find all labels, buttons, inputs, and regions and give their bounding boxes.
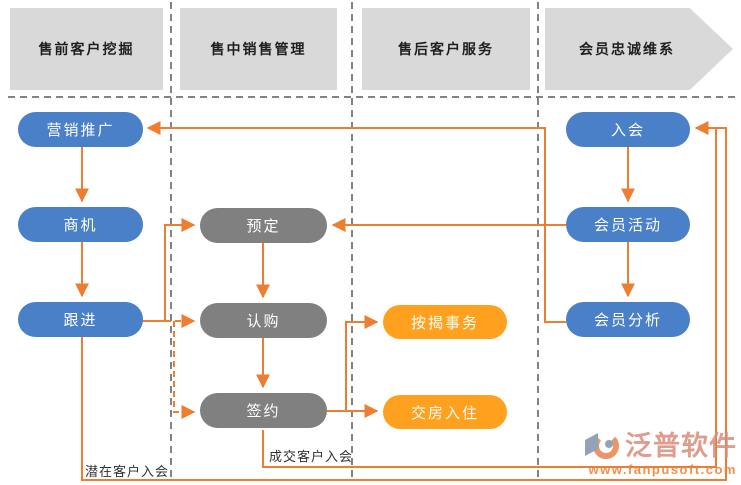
fanpu-logo-icon	[585, 433, 619, 459]
arrow-followup-to-reservation	[142, 218, 196, 322]
node-mortgage: 按揭事务	[383, 305, 507, 339]
label-deal-customer-join: 成交客户入会	[269, 449, 354, 464]
node-member-analysis: 会员分析	[566, 302, 690, 337]
vendor-name: 泛普软件	[625, 430, 737, 461]
node-reservation: 预定	[200, 208, 327, 243]
node-opportunity: 商机	[18, 207, 143, 242]
node-followup: 跟进	[18, 302, 143, 337]
dashed-arrow-followup-to-signing	[173, 321, 196, 419]
lane-header-aftersale: 售后客户服务	[362, 8, 530, 90]
vendor-watermark: 泛普软件 www.fanpusoft.com	[585, 431, 737, 477]
lane-header-sale: 售中销售管理	[180, 8, 337, 90]
node-signing: 签约	[200, 393, 327, 428]
vendor-url: www.fanpusoft.com	[588, 462, 737, 477]
node-movein: 交房入住	[383, 395, 507, 429]
node-marketing: 营销推广	[18, 112, 143, 147]
lane-header-loyalty: 会员忠诚维系	[545, 8, 733, 90]
label-potential-customer-join: 潜在客户入会	[85, 464, 170, 479]
lane-header-presale: 售前客户挖掘	[10, 8, 163, 90]
node-subscription: 认购	[200, 303, 327, 338]
node-join: 入会	[566, 112, 690, 147]
arrow-signing-to-mortgage	[345, 315, 379, 411]
node-member-activity: 会员活动	[566, 207, 690, 242]
